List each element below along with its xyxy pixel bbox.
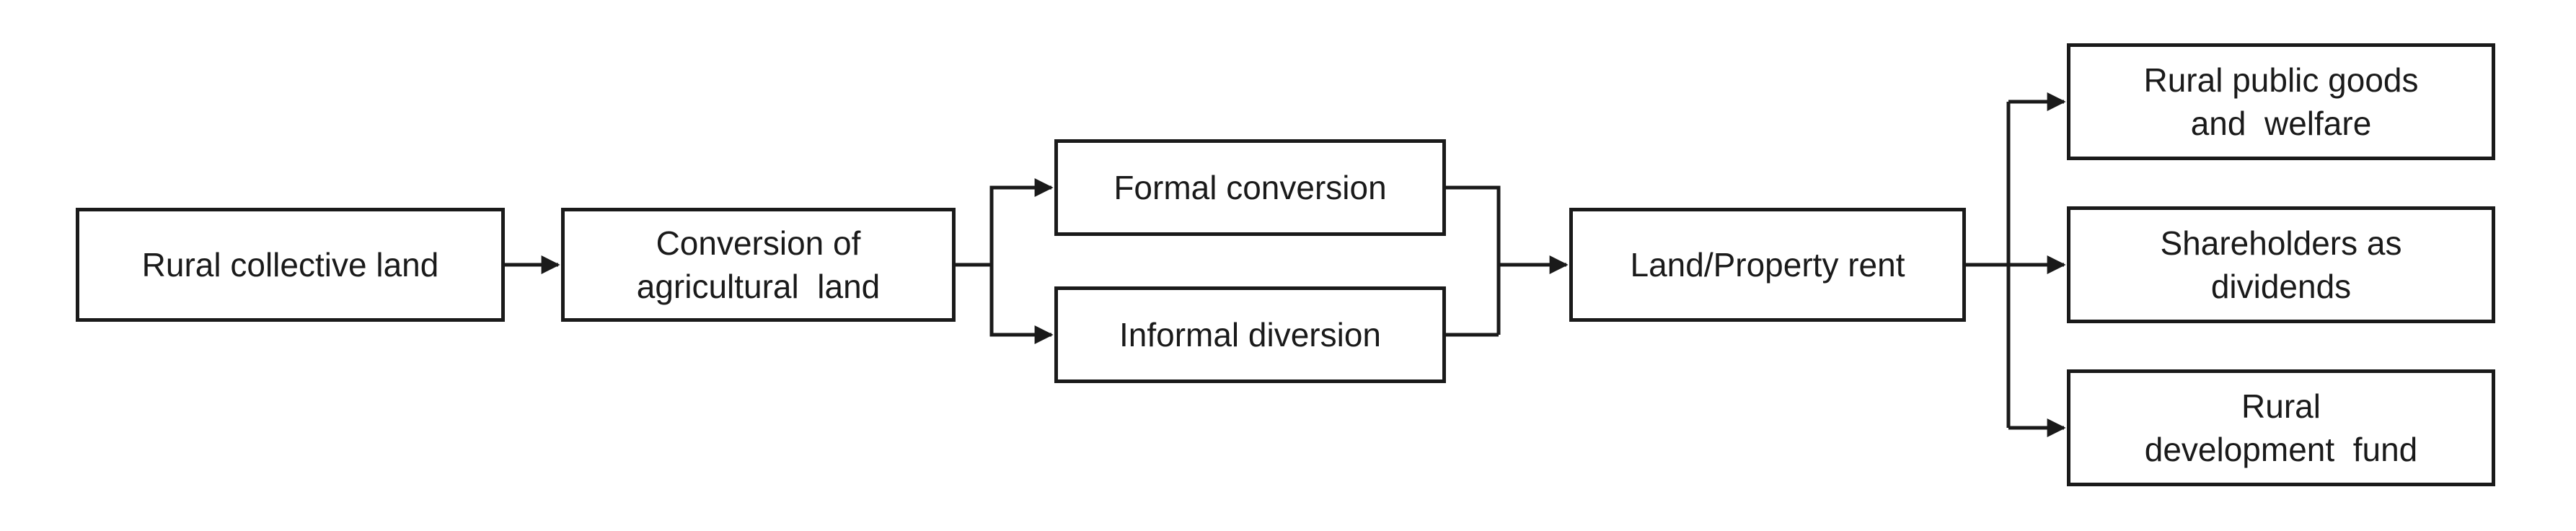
node-rural-collective-land: Rural collective land — [76, 208, 505, 322]
node-rural-development-fund: Rural development fund — [2067, 369, 2495, 486]
node-label: Land/Property rent — [1630, 246, 1905, 284]
node-label: Rural collective land — [141, 246, 439, 284]
connector-fanout-spine — [1966, 102, 2011, 428]
connector-conversion-to-formal — [956, 178, 1054, 267]
node-label-line2: and welfare — [2190, 105, 2372, 142]
node-label: Informal diversion — [1119, 316, 1382, 354]
node-label-line2: agricultural land — [636, 268, 881, 305]
node-rural-public-goods-and-welfare: Rural public goods and welfare — [2067, 43, 2495, 160]
node-label-line2: development fund — [2144, 431, 2418, 468]
connector-merge-spine — [1446, 185, 1501, 337]
node-label: Formal conversion — [1113, 169, 1387, 206]
node-informal-diversion: Informal diversion — [1054, 286, 1446, 383]
node-formal-conversion: Formal conversion — [1054, 139, 1446, 236]
node-label-line1: Shareholders as — [2160, 224, 2402, 262]
node-label-line1: Conversion of — [656, 224, 861, 262]
node-land-property-rent: Land/Property rent — [1569, 208, 1966, 322]
node-shareholders-as-dividends: Shareholders as dividends — [2067, 206, 2495, 323]
node-label-line1: Rural — [2241, 387, 2321, 425]
connector-conversion-to-informal — [989, 265, 1054, 344]
node-conversion-of-agricultural-land: Conversion of agricultural land — [561, 208, 956, 322]
node-label-line2: dividends — [2210, 268, 2352, 305]
node-label-line1: Rural public goods — [2143, 61, 2419, 99]
